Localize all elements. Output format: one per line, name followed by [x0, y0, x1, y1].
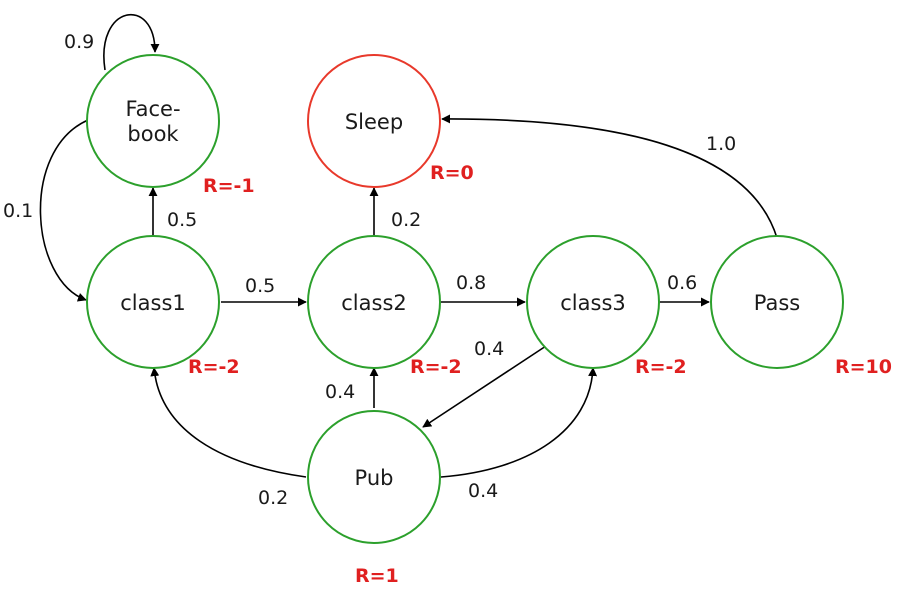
- reward-pub: R=1: [355, 565, 399, 587]
- edge-label-class3-pass: 0.6: [667, 272, 697, 294]
- node-sleep-label: Sleep: [345, 110, 403, 134]
- edge-label-facebook-self: 0.9: [64, 31, 94, 53]
- node-pass: Pass: [710, 235, 844, 369]
- edge-label-class3-pub: 0.4: [474, 338, 504, 360]
- node-pub-circle: [307, 410, 441, 544]
- reward-class1: R=-2: [188, 356, 240, 378]
- edge-class3-to-pub: [422, 345, 547, 428]
- edge-pass-to-sleep: [441, 114, 778, 239]
- node-facebook-label-line1: Face-: [125, 97, 180, 121]
- node-class3-label: class3: [560, 291, 626, 315]
- edge-label-pub-class3: 0.4: [468, 480, 498, 502]
- node-class2: class2: [307, 235, 441, 369]
- edge-pub-to-class3: [440, 367, 598, 478]
- node-class2-circle: [307, 235, 441, 369]
- edge-label-pub-class1: 0.2: [258, 487, 288, 509]
- reward-class2: R=-2: [410, 356, 462, 378]
- reward-facebook: R=-1: [203, 175, 255, 197]
- edge-label-class2-sleep: 0.2: [391, 209, 421, 231]
- node-sleep: Sleep: [307, 54, 441, 188]
- edge-label-pass-sleep: 1.0: [706, 133, 736, 155]
- node-pass-label: Pass: [754, 291, 800, 315]
- node-class3: class3: [526, 235, 660, 369]
- node-sleep-circle: [307, 54, 441, 188]
- reward-pass: R=10: [835, 356, 892, 378]
- node-pub-label: Pub: [355, 466, 394, 490]
- edge-label-class1-class2: 0.5: [245, 275, 275, 297]
- edge-facebook-self-loop: [103, 13, 160, 71]
- reward-class3: R=-2: [635, 356, 687, 378]
- edge-label-pub-class2: 0.4: [325, 381, 355, 403]
- reward-sleep: R=0: [430, 162, 474, 184]
- node-class1-label: class1: [120, 291, 186, 315]
- node-class3-circle: [526, 235, 660, 369]
- edge-label-class2-class3: 0.8: [456, 272, 486, 294]
- edge-pub-to-class1: [150, 367, 307, 478]
- node-class1-circle: [86, 235, 220, 369]
- node-pass-circle: [710, 235, 844, 369]
- node-class1: class1: [86, 235, 220, 369]
- node-facebook-circle: [86, 54, 220, 188]
- node-class2-label: class2: [341, 291, 407, 315]
- node-facebook: Face- book: [86, 54, 220, 188]
- node-pub: Pub: [307, 410, 441, 544]
- node-facebook-label-line2: book: [127, 122, 179, 146]
- edge-label-class1-facebook: 0.5: [167, 209, 197, 231]
- edge-facebook-to-class1: [39, 119, 89, 302]
- edge-label-facebook-class1: 0.1: [3, 200, 33, 222]
